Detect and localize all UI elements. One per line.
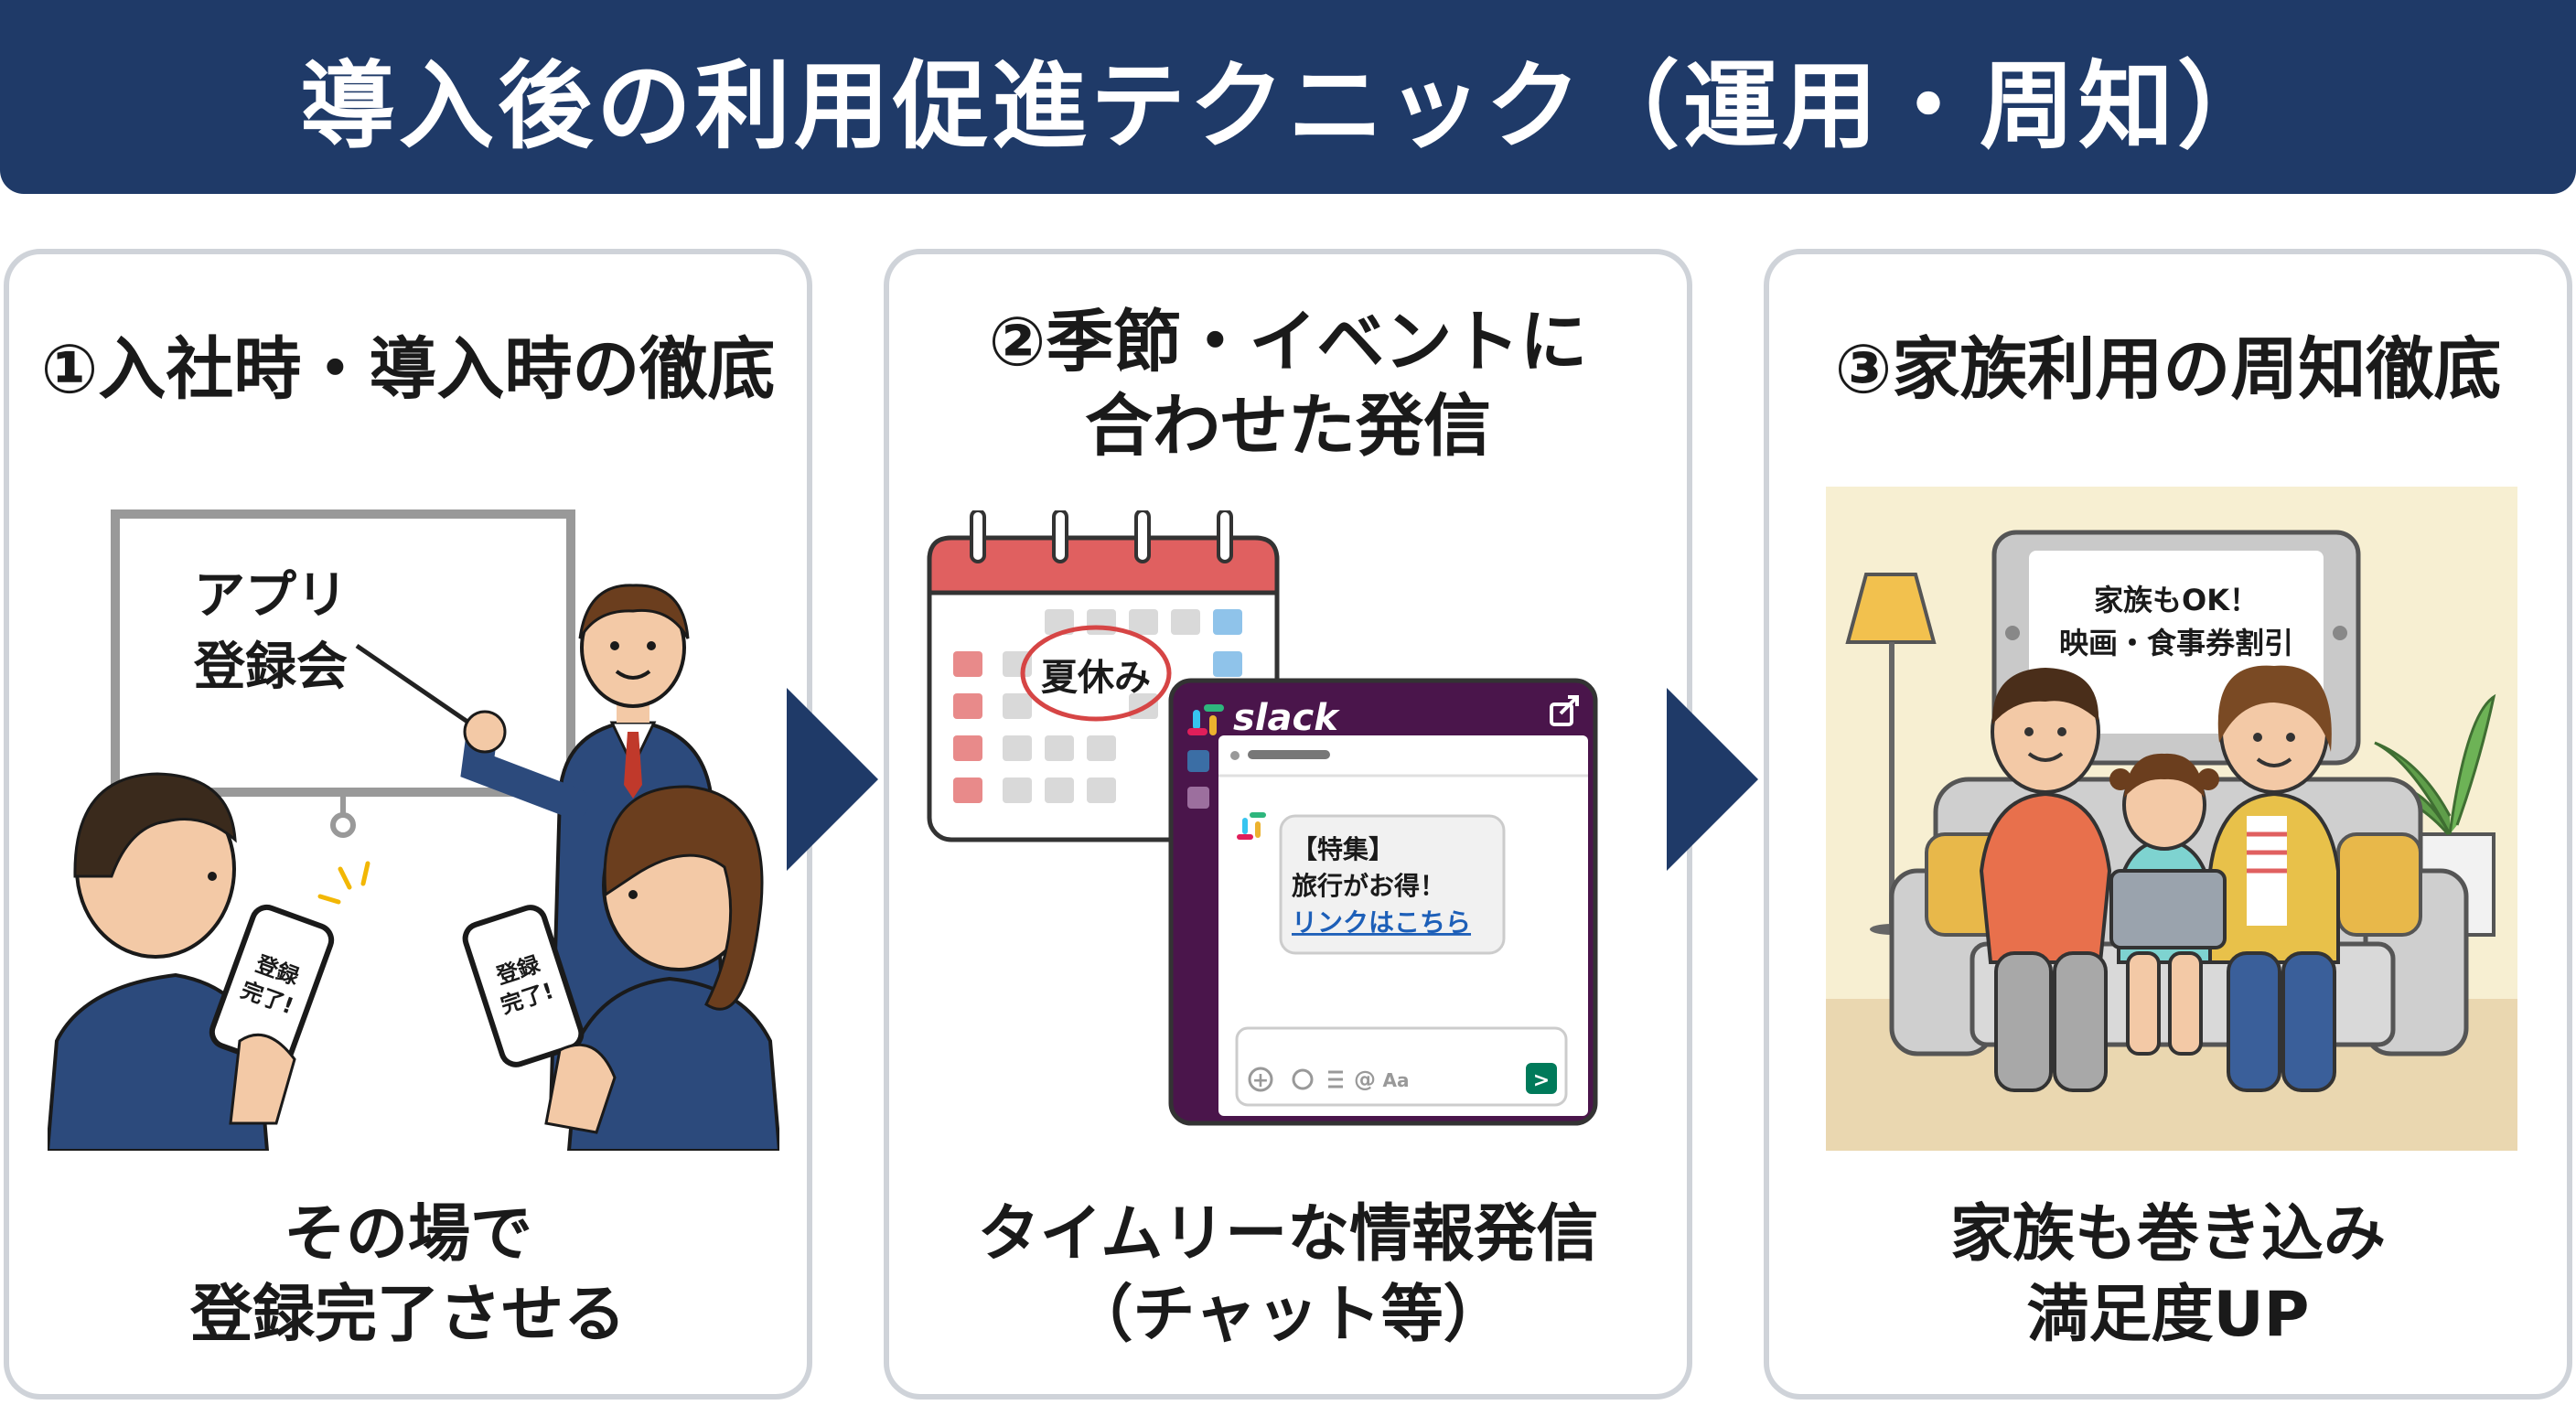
message-line2: 旅行がお得！: [1292, 871, 1445, 901]
phone-left: 登録 完了!: [209, 904, 335, 1068]
panel-caption-line1: 家族も巻き込み: [1949, 1198, 2386, 1271]
panel-caption-line2: 登録完了させる: [189, 1279, 626, 1351]
audience-man: [48, 772, 270, 1151]
board-text-line1: アプリ: [194, 566, 348, 626]
title-banner: 導入後の利用促進テクニック（運用・周知）: [0, 0, 2576, 194]
arrow-right-icon: [787, 688, 878, 871]
panel-title: ③家族利用の周知徹底: [1834, 330, 2502, 409]
tv-text-line1: 家族もOK！: [2094, 583, 2259, 617]
message-line1: 【特集】: [1292, 834, 1394, 864]
calendar-label: 夏休み: [1041, 657, 1151, 699]
panel-caption-line2: 満足度UP: [2026, 1279, 2310, 1351]
panel-caption-line2: （チャット等）: [1070, 1279, 1506, 1351]
mention-icon[interactable]: @: [1354, 1067, 1376, 1092]
pointer-stick: [355, 643, 484, 735]
audience-woman: [566, 785, 779, 1151]
format-icon[interactable]: Aa: [1383, 1069, 1410, 1091]
page-title: 導入後の利用促進テクニック（運用・周知）: [299, 49, 2276, 162]
slack-app-name: slack: [1233, 697, 1340, 739]
channel-icon[interactable]: [1187, 750, 1209, 772]
registration-session-illustration: アプリ 登録会 登録 完了!: [48, 509, 779, 1151]
send-button[interactable]: [1526, 1063, 1557, 1094]
highlight-circle: [1020, 625, 1172, 722]
board-text-line2: 登録会: [193, 638, 348, 697]
external-link-icon[interactable]: [1550, 695, 1579, 726]
add-icon[interactable]: [1248, 1067, 1273, 1092]
message-composer[interactable]: [1235, 1026, 1568, 1107]
tablet-icon: [2109, 869, 2227, 949]
message-link[interactable]: リンクはこちら: [1292, 907, 1471, 938]
phone-right: 登録 完了!: [462, 905, 585, 1067]
slack-window: slack 【特集】 旅行がお得！ リンクはこちら +: [1168, 678, 1598, 1126]
panel-caption-line1: タイムリーな情報発信: [977, 1198, 1599, 1271]
tv-text-line2: 映画・食事券割引: [2059, 626, 2293, 660]
list-icon[interactable]: [1328, 1070, 1343, 1089]
svg-text:+: +: [1252, 1069, 1269, 1092]
panel-family-usage: ③家族利用の周知徹底 家族もOK！ 映画・食事券割引: [1764, 249, 2572, 1400]
floor-lamp-icon: [1845, 573, 1937, 935]
sparkle-icon: [317, 861, 370, 905]
channel-icon[interactable]: [1187, 787, 1209, 809]
message-bubble: [1279, 814, 1506, 955]
slack-logo-icon: [1187, 704, 1224, 735]
panel-title: ②季節・イベントに: [988, 303, 1588, 381]
panel-onboarding: ①入社時・導入時の徹底 アプリ 登録会: [4, 249, 812, 1400]
slack-bot-avatar: [1237, 812, 1266, 840]
send-icon: >: [1533, 1069, 1550, 1092]
chat-announcement-illustration: 夏休み slack: [927, 510, 1598, 1126]
panel-caption-line1: その場で: [283, 1198, 532, 1271]
panel-title-line2: 合わせた発信: [1085, 387, 1491, 466]
panel-title: ①入社時・導入時の徹底: [40, 330, 776, 409]
whiteboard: [111, 509, 575, 797]
family-living-room-illustration: 家族もOK！ 映画・食事券割引: [1826, 487, 2517, 1151]
father-figure: [1979, 668, 2112, 1092]
panel-seasonal-messaging: ②季節・イベントに 合わせた発信: [884, 249, 1692, 1400]
mother-figure: [2208, 665, 2340, 1092]
emoji-icon[interactable]: [1292, 1068, 1314, 1090]
arrow-right-icon: [1667, 688, 1758, 871]
